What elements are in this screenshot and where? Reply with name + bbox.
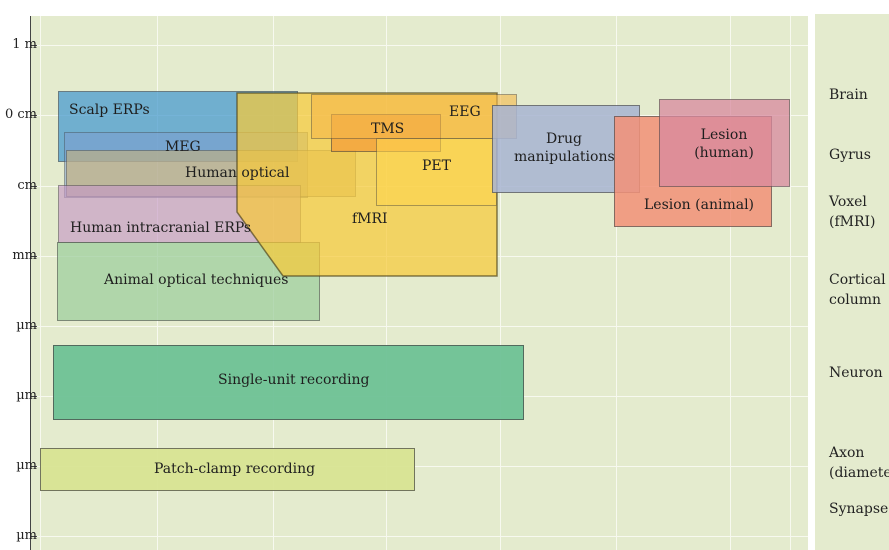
structure-label-voxel: Voxel (fMRI) <box>829 194 876 230</box>
y-tick <box>30 186 37 187</box>
fmri-label: fMRI <box>352 211 388 227</box>
structure-scale-panel <box>815 14 889 550</box>
grid-line <box>386 16 387 550</box>
patch-clamp-recording-box <box>40 448 415 491</box>
single-unit-recording-label: Single-unit recording <box>218 372 370 388</box>
grid-line <box>30 326 808 327</box>
y-tick-label: mm <box>12 248 37 263</box>
y-tick <box>30 536 37 537</box>
grid-line <box>40 16 41 550</box>
pet-box <box>376 138 497 206</box>
grid-line <box>730 16 731 550</box>
y-tick <box>30 115 37 116</box>
patch-clamp-recording-label: Patch-clamp recording <box>154 461 316 477</box>
human-optical-label: Human optical <box>185 165 290 181</box>
y-tick-label: µm <box>16 458 37 473</box>
y-tick <box>30 396 37 397</box>
grid-line <box>30 466 808 467</box>
grid-line <box>30 536 808 537</box>
tms-label: TMS <box>371 121 405 137</box>
grid-line <box>500 16 501 550</box>
y-tick <box>30 466 37 467</box>
lesion-animal-label: Lesion (animal) <box>644 197 755 213</box>
grid-line <box>30 45 808 46</box>
grid-line <box>790 16 791 550</box>
structure-label-axon: Axon (diameter <box>829 445 889 481</box>
structure-label-neuron: Neuron <box>829 365 883 381</box>
y-tick-label: 0 cm <box>4 107 37 122</box>
meg-label: MEG <box>165 139 201 155</box>
y-tick-label: µm <box>16 388 37 403</box>
single-unit-recording-box <box>53 345 524 420</box>
y-tick-label: µm <box>16 528 37 543</box>
structure-label-brain: Brain <box>829 87 868 103</box>
eeg-box <box>311 94 517 139</box>
scalp-erps-label: Scalp ERPs <box>69 102 150 118</box>
y-axis-line <box>30 16 31 550</box>
lesion-human-label: Lesion (human) <box>694 127 754 162</box>
structure-label-cortical-column: Cortical column <box>829 272 886 308</box>
y-tick-label: cm <box>17 178 37 193</box>
structure-label-gyrus: Gyrus <box>829 147 871 163</box>
y-tick <box>30 256 37 257</box>
y-tick <box>30 45 37 46</box>
eeg-label: EEG <box>449 104 481 120</box>
lesion-human-box <box>659 99 790 187</box>
y-tick <box>30 326 37 327</box>
animal-optical-techniques-label: Animal optical techniques <box>104 272 289 288</box>
grid-line <box>616 16 617 550</box>
structure-label-synapse: Synapse <box>829 501 889 517</box>
human-intracranial-erps-label: Human intracranial ERPs <box>70 220 252 236</box>
drug-manipulations-label: Drug manipulations <box>514 131 615 166</box>
y-tick-label: 1 m <box>12 37 37 52</box>
y-tick-label: µm <box>16 318 37 333</box>
pet-label: PET <box>422 158 451 174</box>
